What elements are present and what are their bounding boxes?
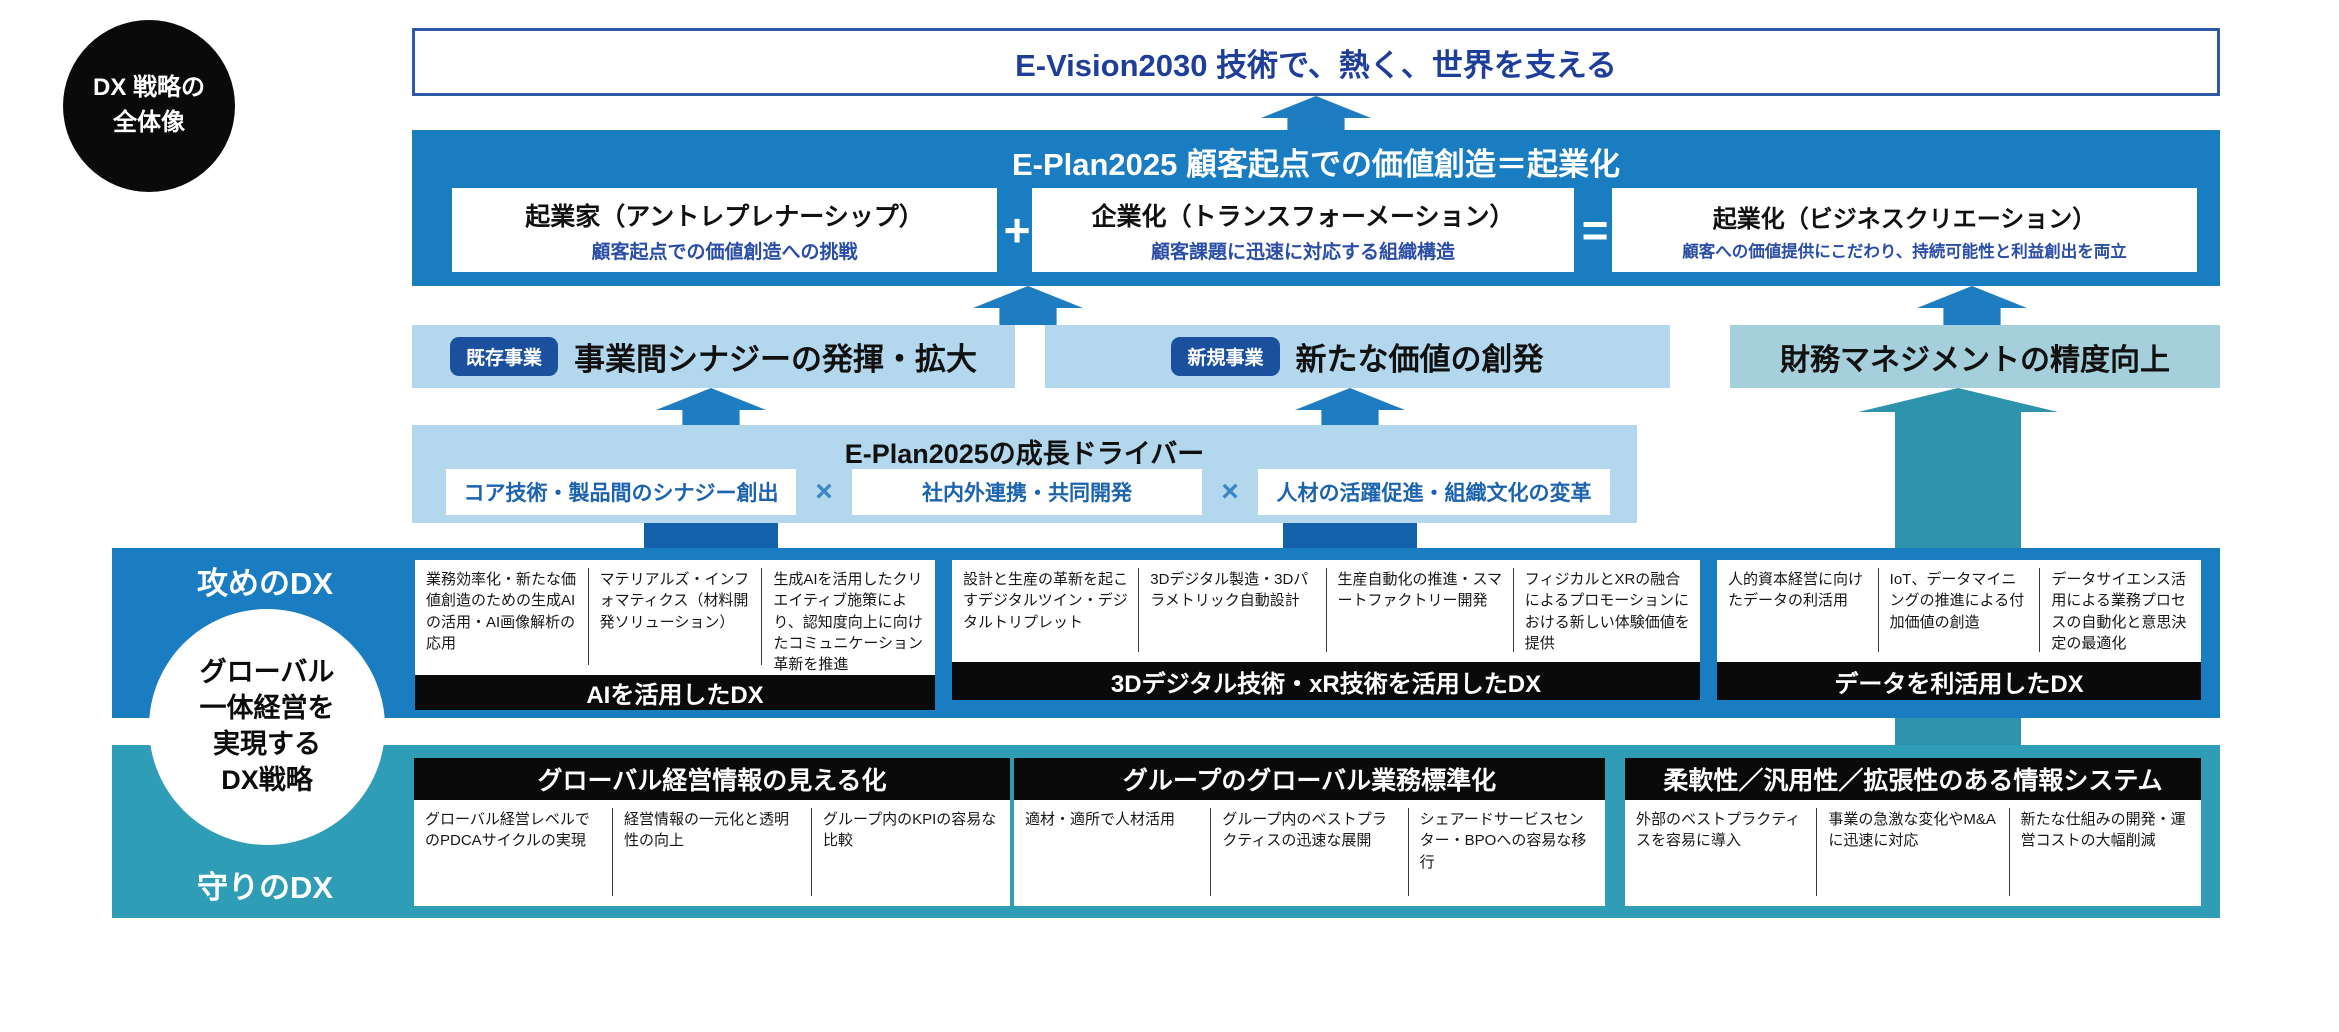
offense-cell: 業務効率化・新たな価値創造のための生成AIの活用・AI画像解析の応用 (426, 571, 577, 652)
finance-label: 財務マネジメントの精度向上 (1780, 343, 2170, 377)
defense-cell: 新たな仕組みの開発・運営コストの大幅削減 (2020, 811, 2186, 850)
defense-group-title-standardization: グループのグローバル業務標準化 (1014, 758, 1605, 800)
e-vision-title: E-Vision2030 技術で、熱く、世界を支える (1015, 47, 1617, 83)
e-plan-box: E-Plan2025 顧客起点での価値創造＝起業化 起業家（アントレプレナーシッ… (412, 130, 2220, 286)
driver-item-core-tech: コア技術・製品間のシナジー創出 (446, 469, 796, 515)
finance-box: 財務マネジメントの精度向上 (1730, 325, 2220, 388)
offense-cell: IoT、データマイニングの推進による付加価値の創造 (1889, 571, 2025, 631)
defense-visibility-cells: グローバル経営レベルでのPDCAサイクルの実現 経営情報の一元化と透明性の向上 … (414, 800, 1010, 906)
offense-group-3d-xr: 設計と生産の革新を起こすデジタルツイン・デジタルトリプレット 3Dデジタル製造・… (952, 560, 1700, 700)
defense-cell: 適材・適所で人材活用 (1025, 811, 1176, 828)
defense-cell: グループ内のKPIの容易な比較 (823, 811, 997, 850)
defense-group-title-it-systems: 柔軟性／汎用性／拡張性のある情報システム (1625, 758, 2201, 800)
cell-divider (1210, 808, 1212, 896)
cell-divider (811, 808, 812, 896)
growth-driver-title: E-Plan2025の成長ドライバー (844, 439, 1205, 469)
overview-line1: DX 戦略の (92, 74, 205, 102)
global-strategy-circle: グローバル 一体経営を 実現する DX戦略 (149, 609, 385, 845)
defense-cell: シェアードサービスセンター・BPOへの容易な移行 (1419, 811, 1587, 871)
arrow-up-drivers-to-synergy (656, 388, 766, 425)
plan-item-subtitle: 顧客課題に迅速に対応する組織構造 (1150, 241, 1455, 263)
cell-divider (612, 808, 613, 896)
strategy-circle-line: DX戦略 (221, 764, 313, 795)
offense-group-title-data: データを利活用したDX (1717, 662, 2201, 700)
offense-group-data: 人的資本経営に向けたデータの利活用 IoT、データマイニングの推進による付加価値… (1717, 560, 2201, 700)
offense-data-cells: 人的資本経営に向けたデータの利活用 IoT、データマイニングの推進による付加価値… (1717, 560, 2201, 662)
defense-group-visibility: グローバル経営情報の見える化 グローバル経営レベルでのPDCAサイクルの実現 経… (414, 758, 1010, 906)
strategy-circle-line: グローバル (199, 657, 335, 688)
overview-line2: 全体像 (113, 109, 185, 136)
offense-3d-cells: 設計と生産の革新を起こすデジタルツイン・デジタルトリプレット 3Dデジタル製造・… (952, 560, 1700, 662)
cell-divider (2008, 808, 2010, 896)
cell-divider (1512, 568, 1514, 652)
offense-cell: フィジカルとXRの融合によるプロモーションにおける新しい体験価値を提供 (1524, 571, 1690, 652)
plan-item-business-creation: 起業化（ビジネスクリエーション） 顧客への価値提供にこだわり、持続可能性と利益創… (1612, 188, 2197, 272)
defense-cell: 経営情報の一元化と透明性の向上 (624, 811, 790, 850)
strategy-circle-line: 一体経営を (199, 693, 335, 724)
arrow-up-plan-to-vision (1261, 96, 1371, 130)
cell-divider (587, 568, 589, 666)
new-business-badge: 新規事業 (1171, 337, 1280, 376)
arrow-up-finance-to-plan (1917, 286, 2027, 325)
plan-item-subtitle: 顧客起点での価値創造への挑戦 (591, 241, 858, 263)
defense-dx-label: 守りのDX (196, 870, 334, 905)
cell-divider (1407, 808, 1409, 896)
offense-group-title-ai: AIを活用したDX (415, 675, 935, 711)
cell-divider (1138, 568, 1140, 652)
cell-divider (1325, 568, 1327, 652)
offense-cell: マテリアルズ・インフォマティクス（材料開発ソリューション） (599, 571, 750, 631)
defense-group-standardization: グループのグローバル業務標準化 適材・適所で人材活用 グループ内のベストプラクテ… (1014, 758, 1605, 906)
defense-cell: 事業の急激な変化やM&Aに迅速に対応 (1828, 811, 1996, 850)
strategy-circle-line: 実現する (213, 729, 321, 759)
plan-item-subtitle: 顧客への価値提供にこだわり、持続可能性と利益創出を両立 (1682, 242, 2127, 261)
connector-offense-to-drivers-right (1283, 521, 1417, 549)
new-business-label: 新たな価値の創発 (1295, 342, 1544, 377)
driver-item-collaboration: 社内外連携・共同開発 (852, 469, 1202, 515)
arrow-up-synergy-to-plan (973, 286, 1083, 325)
plan-item-title: 企業化（トランスフォーメーション） (1091, 202, 1515, 231)
e-plan-title: E-Plan2025 顧客起点での価値創造＝起業化 (1011, 147, 1621, 182)
offense-cell: 生産自動化の推進・スマートファクトリー開発 (1337, 571, 1503, 610)
defense-cell: 外部のベストプラクティスを容易に導入 (1636, 811, 1801, 850)
existing-business-box: 既存事業 事業間シナジーの発揮・拡大 (412, 325, 1015, 388)
cell-divider (1877, 568, 1879, 652)
plan-item-transformation: 企業化（トランスフォーメーション） 顧客課題に迅速に対応する組織構造 (1032, 188, 1574, 272)
offense-cell: 3Dデジタル製造・3Dパラメトリック自動設計 (1150, 571, 1309, 610)
defense-cell: グローバル経営レベルでのPDCAサイクルの実現 (425, 811, 590, 850)
plan-item-entrepreneurship: 起業家（アントレプレナーシップ） 顧客起点での価値創造への挑戦 (452, 188, 997, 272)
cell-divider (2039, 568, 2041, 652)
defense-group-title-visibility: グローバル経営情報の見える化 (414, 758, 1010, 800)
offense-group-title-3d-xr: 3Dデジタル技術・xR技術を活用したDX (952, 662, 1700, 700)
offense-cell: 生成AIを活用したクリエイティブ施策により、認知度向上に向けたコミュニケーション… (773, 571, 924, 674)
plus-operator: + (1003, 204, 1031, 256)
arrow-up-drivers-to-newvalue (1295, 388, 1405, 425)
growth-driver-box: E-Plan2025の成長ドライバー コア技術・製品間のシナジー創出 × 社内外… (412, 425, 1637, 523)
new-business-box: 新規事業 新たな価値の創発 (1045, 325, 1670, 388)
offense-cell: 人的資本経営に向けたデータの利活用 (1728, 571, 1864, 610)
overview-circle-badge: DX 戦略の 全体像 (63, 20, 235, 192)
cell-divider (1816, 808, 1818, 896)
defense-group-it-systems: 柔軟性／汎用性／拡張性のある情報システム 外部のベストプラクティスを容易に導入 … (1625, 758, 2201, 906)
e-vision-banner: E-Vision2030 技術で、熱く、世界を支える (412, 28, 2220, 96)
existing-business-badge: 既存事業 (449, 337, 558, 376)
defense-it-cells: 外部のベストプラクティスを容易に導入 事業の急激な変化やM&Aに迅速に対応 新た… (1625, 800, 2201, 906)
offense-ai-cells: 業務効率化・新たな価値創造のための生成AIの活用・AI画像解析の応用 マテリアル… (415, 560, 935, 676)
driver-item-talent: 人材の活躍促進・組織文化の変革 (1258, 469, 1610, 515)
multiply-icon: × (1221, 475, 1239, 508)
equals-operator: = (1581, 204, 1609, 256)
offense-dx-label: 攻めのDX (196, 566, 334, 601)
cell-divider (761, 568, 763, 666)
defense-standardization-cells: 適材・適所で人材活用 グループ内のベストプラクティスの迅速な展開 シェアードサー… (1014, 800, 1605, 906)
offense-cell: データサイエンス活用による業務プロセスの自動化と意思決定の最適化 (2051, 571, 2187, 652)
multiply-icon: × (815, 475, 833, 508)
defense-cell: グループ内のベストプラクティスの迅速な展開 (1222, 811, 1387, 850)
plan-item-title: 起業化（ビジネスクリエーション） (1712, 205, 2097, 233)
plan-item-title: 起業家（アントレプレナーシップ） (525, 202, 924, 231)
offense-cell: 設計と生産の革新を起こすデジタルツイン・デジタルトリプレット (963, 571, 1129, 631)
offense-group-ai: 業務効率化・新たな価値創造のための生成AIの活用・AI画像解析の応用 マテリアル… (415, 560, 935, 711)
connector-offense-to-drivers-left (644, 521, 778, 549)
existing-business-label: 事業間シナジーの発揮・拡大 (574, 342, 977, 377)
